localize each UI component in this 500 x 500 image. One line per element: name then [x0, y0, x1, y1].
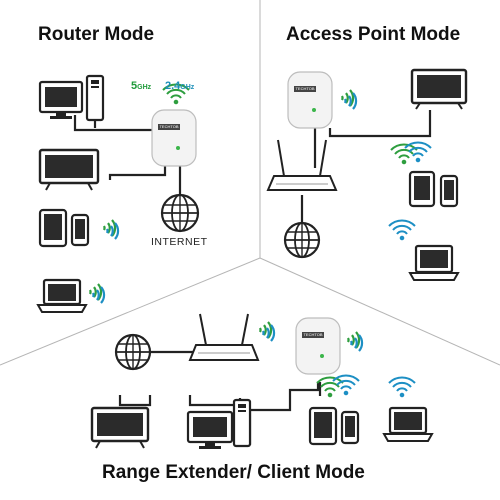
laptop-icon: [408, 244, 460, 281]
tv-icon: [38, 148, 100, 191]
globe-icon: [114, 333, 152, 371]
wifi-icon: [404, 141, 432, 163]
wifi-icon: [388, 376, 416, 398]
monitor-icon: [38, 80, 84, 119]
desktop-tower-icon: [85, 74, 105, 122]
monitor-icon: [186, 410, 234, 449]
access-point-cables: [300, 110, 432, 222]
wifi-icon: [88, 282, 106, 305]
router-mode-title: Router Mode: [38, 24, 155, 45]
wifi-icon: [390, 143, 418, 165]
router-icon: [266, 139, 338, 191]
range-extender-mode-title: Range Extender/ Client Mode: [102, 462, 365, 483]
globe-icon: [160, 193, 200, 233]
tv-icon: [90, 406, 150, 449]
phone-icon: [340, 410, 360, 445]
extender-icon: [287, 71, 333, 129]
range-extender-mode-section: [90, 313, 434, 449]
band-5ghz-label: 5GHz: [131, 80, 152, 92]
section-dividers: [0, 0, 500, 366]
desktop-tower-icon: [232, 398, 252, 448]
wifi-icon: [340, 88, 358, 111]
tablet-icon: [38, 208, 68, 248]
router-icon: [188, 313, 260, 361]
tv-icon: [410, 68, 468, 110]
phone-icon: [70, 213, 90, 247]
extender-brand-label: TECHTOB: [303, 332, 323, 337]
router-mode-section: [36, 74, 200, 313]
extender-brand-label: TECHTOB: [159, 124, 179, 129]
extender-brand-label: TECHTOB: [295, 86, 315, 91]
wifi-icon: [102, 218, 120, 241]
phone-icon: [439, 174, 459, 208]
globe-icon: [283, 221, 321, 259]
band-24ghz-label: 2.4GHz: [165, 80, 195, 92]
tablet-icon: [408, 170, 436, 208]
extender-icon: [151, 109, 197, 167]
wifi-icon: [258, 320, 276, 343]
extender-icon: [295, 317, 341, 375]
laptop-icon: [36, 278, 88, 313]
laptop-icon: [382, 406, 434, 442]
access-point-mode-title: Access Point Mode: [286, 24, 461, 45]
access-point-mode-section: [266, 68, 468, 281]
wifi-icon: [346, 330, 364, 353]
wifi-icon: [388, 219, 416, 241]
internet-label: INTERNET: [151, 236, 208, 248]
tablet-icon: [308, 406, 338, 446]
